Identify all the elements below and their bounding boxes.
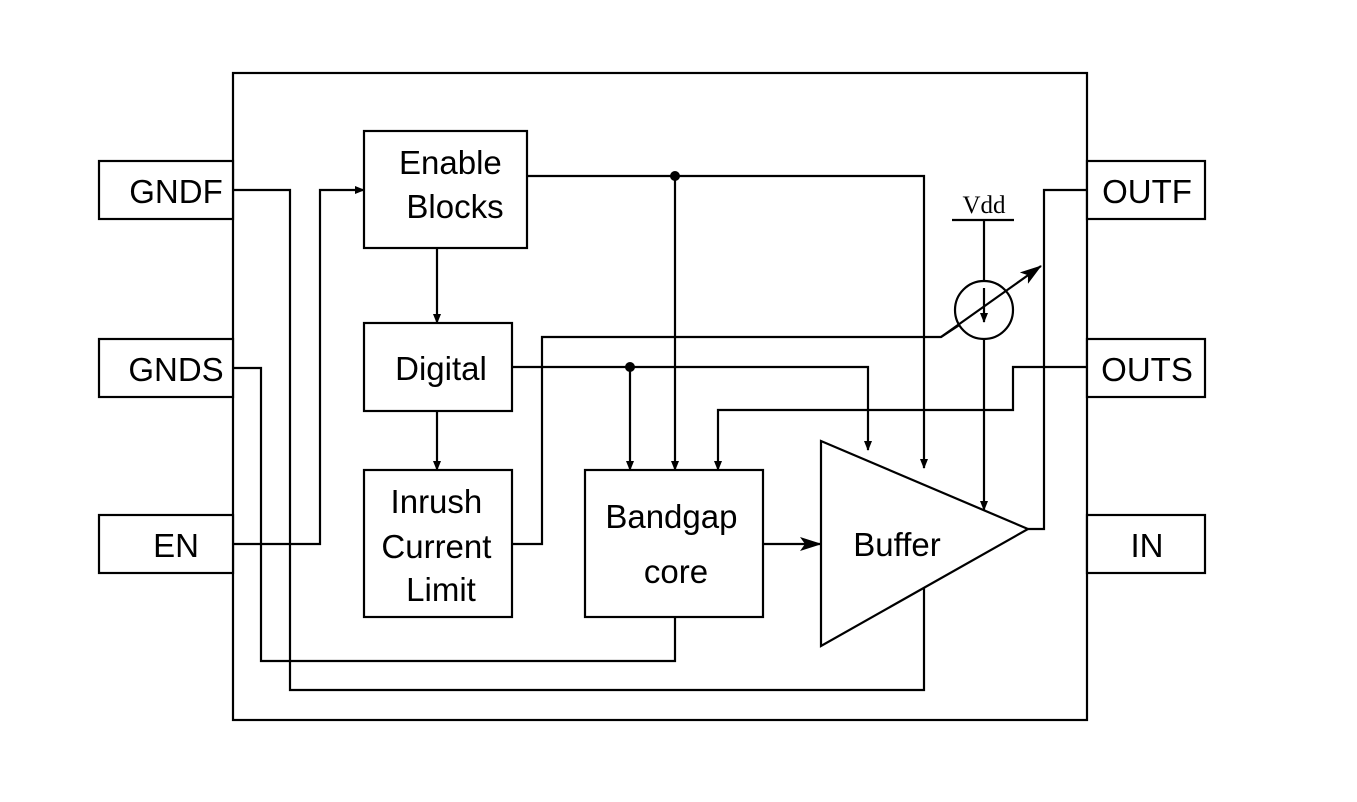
inrush-label-line1: Inrush: [391, 483, 483, 520]
buffer-amplifier: Buffer: [819, 439, 1031, 648]
pin-gndf-label: GNDF: [129, 173, 223, 210]
enable-blocks-label-line2: Blocks: [406, 188, 503, 225]
inrush-current-limit-block: Inrush Current Limit: [362, 468, 514, 619]
digital-label: Digital: [395, 350, 487, 387]
junction-digital: [625, 362, 635, 372]
wire-en-enable: [233, 186, 365, 546]
wire-gndf-ground: [233, 188, 926, 692]
current-source: [940, 265, 1042, 341]
pin-en-label: EN: [153, 527, 199, 564]
inrush-label-line2: Current: [381, 528, 491, 565]
pin-in-label: IN: [1131, 527, 1164, 564]
enable-blocks-label-line1: Enable: [399, 144, 502, 181]
buffer-label: Buffer: [853, 526, 940, 563]
enable-blocks: Enable Blocks: [362, 129, 529, 250]
vdd-label: Vdd: [962, 192, 1006, 219]
pin-en: EN: [97, 513, 235, 575]
pin-gndf: GNDF: [97, 159, 235, 221]
adjust-arrow-icon: [940, 265, 1042, 338]
pin-in: IN: [1085, 513, 1207, 575]
wire-outs-feedback: [714, 365, 1087, 471]
pin-outs: OUTS: [1085, 337, 1207, 399]
wire-gnds-ground: [233, 366, 677, 663]
svg-text:Enable Blocks: Enable Blocks: [399, 144, 511, 225]
pin-gnds: GNDS: [97, 337, 235, 399]
pin-gnds-label: GNDS: [128, 351, 223, 388]
bandgap-label-line2: core: [644, 553, 708, 590]
digital-block: Digital: [362, 321, 514, 413]
wire-buffer-outf: [1028, 188, 1087, 531]
pin-outs-label: OUTS: [1101, 351, 1193, 388]
pin-outf: OUTF: [1085, 159, 1207, 221]
svg-text:Bandgap core: Bandgap core: [605, 498, 746, 590]
chip-outline: [231, 71, 1089, 722]
svg-text:Inrush Current Lim: Inrush Current Limit: [381, 483, 500, 608]
inrush-label-line3: Limit: [406, 571, 476, 608]
pin-outf-label: OUTF: [1102, 173, 1192, 210]
wire-enable-bus: [527, 174, 928, 469]
junction-enable: [670, 171, 680, 181]
bandgap-core-block: Bandgap core: [583, 468, 765, 619]
bandgap-label-line1: Bandgap: [605, 498, 737, 535]
